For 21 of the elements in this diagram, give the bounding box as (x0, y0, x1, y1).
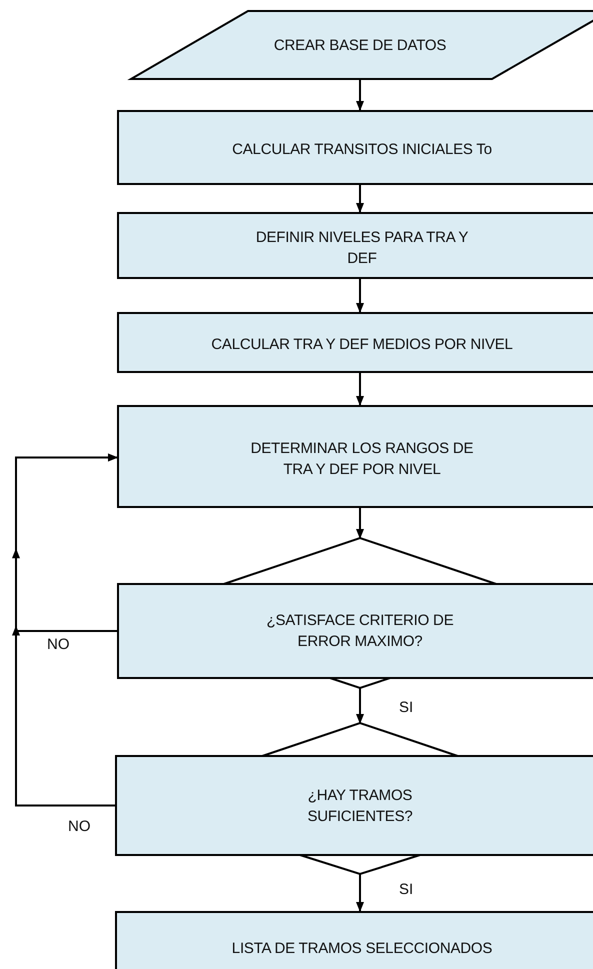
arrow (356, 79, 364, 111)
process-box (117, 405, 593, 508)
node-text: DETERMINAR LOS RANGOS DE TRA Y DEF POR NIVEL (250, 438, 474, 480)
node-text: ¿SATISFACE CRITERIO DE ERROR MAXIMO? (265, 611, 454, 652)
node-text: CREAR BASE DE DATOS (272, 36, 448, 56)
node-text: DEFINIR NIVELES PARA TRA Y DEF (254, 228, 470, 268)
arrow (12, 454, 118, 806)
node-text: LISTA DE TRAMOS SELECCIONADOS (230, 939, 494, 959)
arrow (356, 279, 364, 313)
process-box (117, 312, 593, 373)
arrow (356, 874, 364, 912)
arrow (356, 373, 364, 406)
node-text: ¿HAY TRAMOS SUFICIENTES? (306, 786, 414, 826)
process-box (117, 212, 593, 279)
node-text: CALCULAR TRA Y DEF MEDIOS POR NIVEL (210, 335, 514, 355)
node-text: CALCULAR TRANSITOS INICIALES To (231, 140, 493, 160)
arrow (356, 185, 364, 213)
process-box (117, 110, 593, 185)
arrow (356, 688, 364, 724)
arrow (356, 508, 364, 539)
process-box (115, 911, 593, 969)
